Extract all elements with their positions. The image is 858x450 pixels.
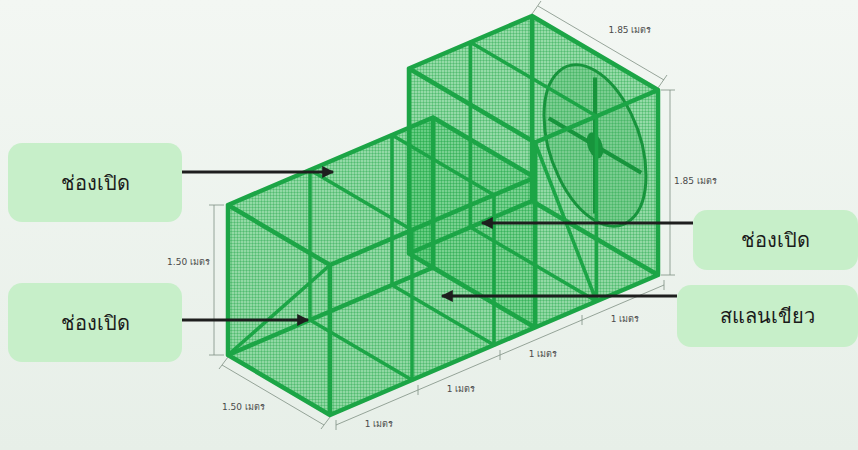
callout-box: สแลนเขียว — [677, 285, 858, 347]
cage-frame — [228, 16, 658, 415]
dimension-line — [209, 205, 224, 355]
callout-box: ช่องเปิด — [8, 143, 182, 222]
callout-box: ช่องเปิด — [693, 210, 858, 270]
leader-arrow — [182, 171, 333, 174]
dimension-lines — [209, 1, 675, 430]
callout-box: ช่องเปิด — [8, 283, 182, 362]
callout-text: ช่องเปิด — [741, 227, 810, 253]
callout-text: ช่องเปิด — [61, 170, 130, 196]
leader-arrow — [182, 319, 308, 322]
dimension-label: 1.85 เมตร — [674, 176, 717, 187]
cage-posts — [228, 42, 597, 380]
dimension-label: 1 เมตร — [447, 384, 476, 395]
dimension-label: 1 เมตร — [529, 349, 558, 360]
dimension-label: 1.85 เมตร — [609, 25, 652, 36]
dimension-label: 1.50 เมตร — [167, 257, 210, 268]
leader-arrow — [482, 222, 693, 225]
leader-arrow — [442, 295, 677, 298]
dimension-line — [532, 1, 667, 88]
dimension-line — [661, 90, 675, 275]
leader-arrows — [182, 172, 693, 320]
callout-text: ช่องเปิด — [61, 310, 130, 336]
dimension-label: 1 เมตร — [611, 314, 640, 325]
callout-text: สแลนเขียว — [720, 303, 815, 329]
dimension-line — [219, 357, 330, 429]
dimension-label: 1 เมตร — [365, 419, 394, 430]
mesh-faces — [228, 16, 658, 415]
dimension-line — [336, 280, 664, 430]
dimension-label: 1.50 เมตร — [222, 402, 265, 413]
